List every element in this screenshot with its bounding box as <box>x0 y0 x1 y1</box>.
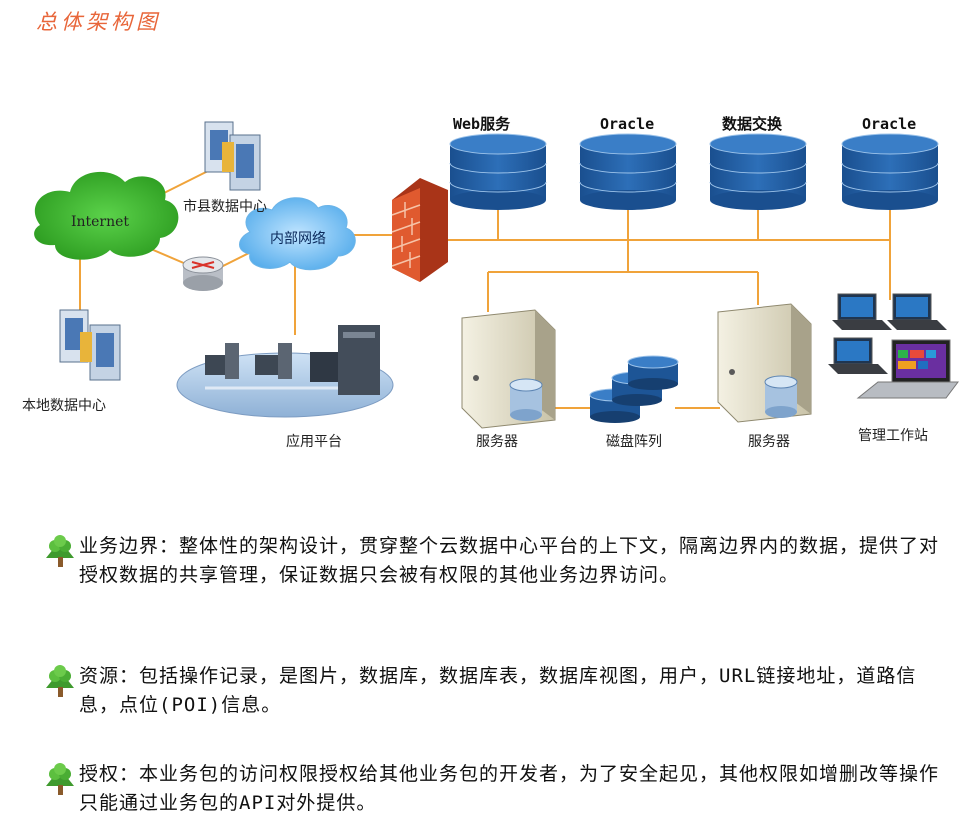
tree-icon <box>46 763 74 795</box>
db-label-oracle-2: Oracle <box>862 115 916 133</box>
city-datacenter-icon <box>204 121 261 191</box>
db-label-exchange: 数据交换 <box>722 115 783 133</box>
mgmt-workstation-label: 管理工作站 <box>858 428 928 444</box>
database-icon <box>449 133 547 210</box>
architecture-diagram: Internet 内部网络 市县数据中心 本地数据中心 <box>22 115 959 450</box>
intranet-cloud: 内部网络 <box>239 197 356 271</box>
app-platform-icon <box>176 325 394 418</box>
app-platform-label: 应用平台 <box>286 433 342 450</box>
database-icon <box>709 133 807 210</box>
server-right-label: 服务器 <box>748 434 790 450</box>
internet-label: Internet <box>71 214 129 230</box>
paragraph-resources: 资源：包括操作记录，是图片，数据库，数据库表，数据库视图，用户，URL链接地址，… <box>44 662 944 720</box>
page-title: 总体架构图 <box>36 10 161 34</box>
paragraph-text: 授权：本业务包的访问权限授权给其他业务包的开发者，为了安全起见，其他权限如增删改… <box>79 763 940 814</box>
paragraph-text: 业务边界：整体性的架构设计，贯穿整个云数据中心平台的上下文，隔离边界内的数据，提… <box>79 535 940 586</box>
db-label-oracle-1: Oracle <box>600 115 654 133</box>
firewall-icon <box>391 178 448 282</box>
database-cylinders <box>449 133 939 210</box>
internet-cloud: Internet <box>34 171 179 260</box>
db-label-web: Web服务 <box>453 115 511 133</box>
database-icon <box>841 133 939 210</box>
server-right-icon <box>717 303 812 423</box>
paragraph-authorization: 授权：本业务包的访问权限授权给其他业务包的开发者，为了安全起见，其他权限如增删改… <box>44 760 944 818</box>
local-datacenter-label: 本地数据中心 <box>22 398 106 414</box>
mgmt-workstation-icon <box>828 293 959 399</box>
tree-icon <box>46 665 74 697</box>
router-icon <box>182 256 224 291</box>
disk-array-icon <box>589 355 679 423</box>
server-left-icon <box>461 309 556 429</box>
paragraph-text: 资源：包括操作记录，是图片，数据库，数据库表，数据库视图，用户，URL链接地址，… <box>79 665 917 716</box>
disk-array-label: 磁盘阵列 <box>606 433 662 450</box>
database-icon <box>579 133 677 210</box>
intranet-label: 内部网络 <box>270 231 326 247</box>
tree-icon <box>46 535 74 567</box>
server-left-label: 服务器 <box>476 434 518 450</box>
paragraph-business-boundary: 业务边界：整体性的架构设计，贯穿整个云数据中心平台的上下文，隔离边界内的数据，提… <box>44 532 944 590</box>
local-datacenter-icon <box>59 309 121 381</box>
city-datacenter-label: 市县数据中心 <box>183 198 267 215</box>
